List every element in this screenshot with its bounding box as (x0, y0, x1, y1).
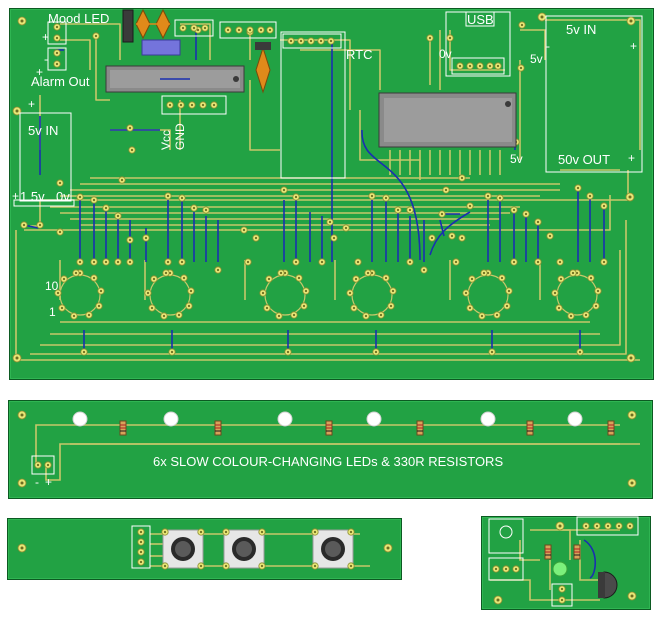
transistor-block (122, 9, 134, 43)
led-6 (567, 411, 583, 427)
small-board-header-left (488, 557, 524, 581)
rtc-label: RTC (346, 47, 373, 62)
usb-label: USB (467, 12, 494, 27)
usb-0v-label: 0v (439, 47, 452, 61)
small-board-header-bottom (551, 583, 573, 607)
minus-marker: - (546, 39, 550, 53)
small-resistor-2 (573, 544, 581, 560)
small-transistor (598, 571, 618, 599)
plus-marker: + (36, 65, 44, 79)
tube-socket-2 (144, 269, 195, 320)
small-resistor-1 (544, 544, 552, 560)
microcontroller-right (378, 92, 517, 148)
plus-marker: + (12, 189, 20, 203)
led-1 (72, 411, 88, 427)
usb-module (445, 11, 511, 77)
led-board-resistors (119, 420, 615, 436)
led-board-caption: 6x SLOW COLOUR-CHANGING LEDs & 330R RESI… (153, 454, 504, 469)
hv-supply-module (545, 15, 643, 173)
tube-socket-6 (551, 269, 602, 320)
battery-holder (19, 112, 72, 202)
top-header-1 (174, 19, 214, 37)
rtc-module (280, 31, 346, 179)
plus-marker: + (42, 30, 50, 44)
tube-sockets (54, 269, 602, 320)
mood-led-label: Mood LED (48, 11, 110, 26)
green-led (552, 561, 568, 577)
button-header (131, 525, 151, 569)
tube-socket-5 (462, 269, 513, 320)
led-minus-label: - (35, 475, 39, 489)
battery-0v-label: 0v (56, 189, 70, 204)
tube-socket-4 (346, 269, 397, 320)
led-3 (277, 411, 293, 427)
mood-led-header (47, 21, 67, 45)
push-button-2 (222, 528, 266, 570)
rtc-crystal (255, 46, 271, 94)
header-under-micro (161, 95, 227, 115)
tube-pin-10-label: 10 (45, 279, 59, 293)
push-button-3 (311, 528, 355, 570)
push-button-1 (161, 528, 205, 570)
chip-5v-label: 5v (510, 152, 523, 166)
minus-marker: - (44, 52, 48, 66)
small-board (481, 516, 651, 610)
top-header-2 (219, 21, 277, 39)
alarm-out-label: Alarm Out (31, 74, 90, 89)
led-board (8, 400, 653, 499)
tube-socket-3 (259, 269, 310, 320)
hv-50v-out-label: 50v OUT (558, 152, 611, 167)
hv-5v-in-label: 5v IN (566, 22, 597, 37)
tube-socket-1 (54, 269, 105, 320)
led-plus-label: + (45, 475, 53, 489)
led-4 (366, 411, 382, 427)
led-board-leds (72, 411, 583, 427)
small-board-header-top (576, 516, 639, 536)
tube-pin-1-label: 1 (49, 305, 56, 319)
battery-1-5v-label: 1.5v (20, 189, 45, 204)
vcc-label: Vcc (159, 129, 173, 150)
rtc-wire (361, 129, 421, 261)
alarm-out-header (47, 47, 67, 71)
led-traces (35, 424, 640, 481)
gnd-label: GND (173, 123, 187, 150)
usb-5v-label: 5v (530, 52, 543, 66)
plus-marker: + (630, 39, 638, 53)
blue-capacitor (141, 39, 181, 56)
buzzer-outline (488, 518, 524, 554)
led-2 (163, 411, 179, 427)
plus-marker: + (28, 97, 36, 111)
plus-marker: + (628, 151, 636, 165)
microcontroller-left (105, 65, 245, 93)
left-5v-in-label: 5v IN (28, 123, 59, 138)
main-traces (15, 19, 641, 361)
led-board-connector (31, 455, 55, 475)
led-5 (480, 411, 496, 427)
